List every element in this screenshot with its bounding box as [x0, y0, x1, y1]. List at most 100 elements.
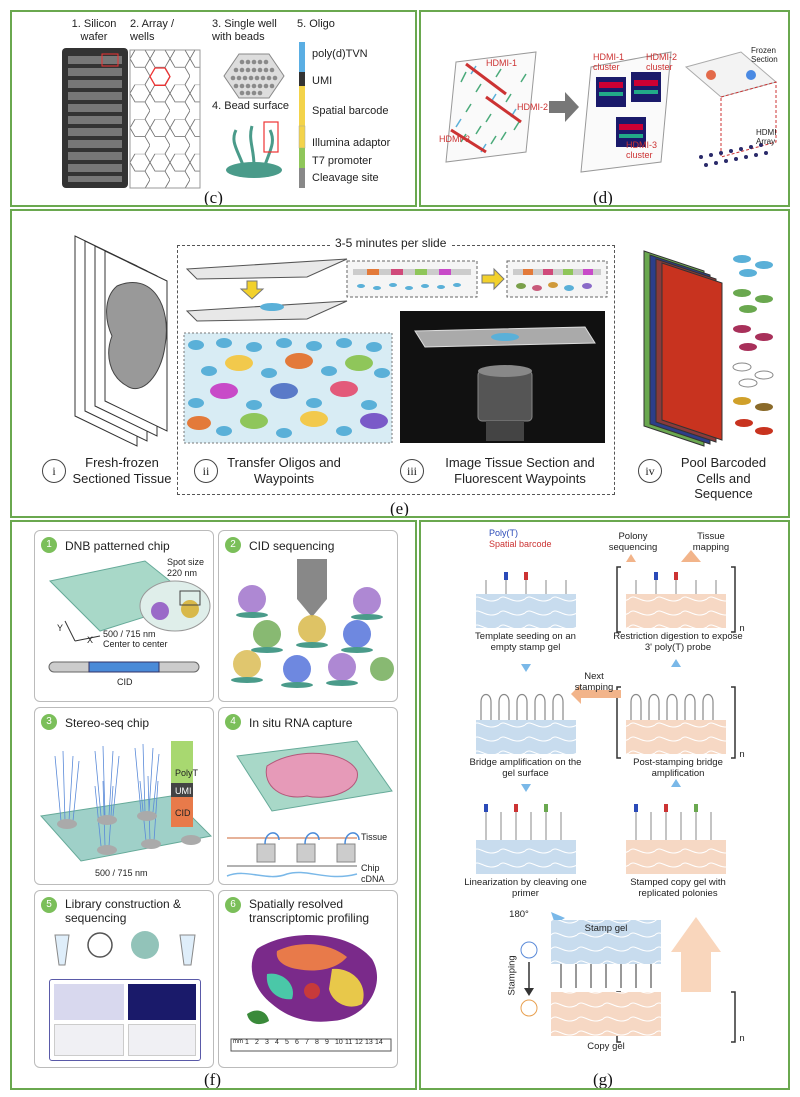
ruler-tick-3: 3 [265, 1039, 269, 1046]
legend-polyt: Poly(T) [489, 528, 518, 538]
card-insitu-capture: 4 In situ RNA capture Tissue Chip cDNA [218, 707, 398, 885]
card-2-badge: 2 [225, 537, 241, 553]
card-6-title: Spatially resolved transcriptomic profil… [249, 897, 370, 925]
frozen-section-array-graphic [684, 51, 778, 167]
caption-linearization: Linearization by cleaving one primer [464, 877, 587, 899]
card-library: 5 Library construction & sequencing [34, 890, 214, 1068]
tag-frozen-section: Frozen Section [751, 46, 778, 65]
step-num-iv: iv [638, 459, 662, 483]
oligo-polyt: poly(d)TVN [312, 48, 368, 60]
panel-d: HDMI-1 HDMI-2 HDMI-3 HDMI-1 cluster HDMI… [419, 10, 790, 207]
stamping-label: Stamping [506, 955, 518, 996]
caption-post-stamping: Post-stamping bridge amplification [633, 757, 723, 779]
caption-template-seeding: Template seeding on an empty stamp gel [475, 631, 576, 653]
panel-e: i Fresh-frozen Sectioned Tissue 3-5 minu… [10, 209, 790, 518]
ruler-tick-5: 5 [285, 1039, 289, 1046]
transfer-press-graphic [185, 258, 348, 322]
library-graphic [54, 931, 196, 966]
arrow-right-yellow-icon [481, 267, 505, 291]
tissue-stack-graphic [74, 235, 168, 447]
ruler-tick-11: 11 [345, 1039, 353, 1046]
caption-stamped-copy: Stamped copy gel with replicated polonie… [630, 877, 726, 899]
card-2-title: CID sequencing [249, 539, 335, 553]
step-array-wells: 2. Array / wells [130, 18, 175, 43]
ruler-tick-1: 1 [245, 1039, 249, 1046]
spatial-embryo-graphic [247, 935, 378, 1025]
card-1-badge: 1 [41, 537, 57, 553]
hdmi-cluster-graphic [580, 51, 672, 173]
ruler-tick-14: 14 [375, 1039, 383, 1046]
panel-g: Poly(T) Spatial barcode Polony sequencin… [419, 520, 790, 1090]
tag-hdmi-1: HDMI-1 [486, 58, 517, 68]
ruler-tick-12: 12 [355, 1039, 363, 1046]
microscope-graphic [400, 311, 605, 443]
rotate-label: 180° [509, 909, 529, 920]
card-spatial-profile: 6 Spatially resolved transcriptomic prof… [218, 890, 398, 1068]
oligo-spatial-barcode: Spatial barcode [312, 105, 389, 117]
oligo-umi: UMI [312, 75, 333, 87]
ruler-tick-9: 9 [325, 1039, 329, 1046]
panel-c: 1. Silicon wafer 2. Array / wells 3. Sin… [10, 10, 417, 207]
tissue-zoom-graphic [183, 332, 393, 444]
stereo-cid: CID [175, 808, 191, 818]
capture-chip-label: Chip [361, 863, 380, 873]
bead-surface-graphic [226, 121, 282, 178]
hdmi-flowcell-graphic [445, 51, 537, 163]
card-5-title: Library construction & sequencing [65, 897, 182, 925]
card-6-badge: 6 [225, 897, 241, 913]
stereo-polyt: PolyT [175, 768, 199, 778]
chip-cid-label: CID [117, 677, 133, 687]
cid-sequencing-graphic [231, 559, 394, 688]
oligo-t7-promoter: T7 promoter [312, 155, 372, 167]
tag-hdmi-array: HDMI Array [756, 128, 777, 147]
oligo-bar-graphic [298, 42, 306, 188]
ruler-tick-13: 13 [365, 1039, 373, 1046]
silicon-wafer-graphic [62, 48, 128, 188]
panel-f-label: (f) [204, 1070, 221, 1089]
insitu-capture-graphic [226, 740, 393, 878]
panel-d-label: (d) [593, 188, 613, 207]
oligo-strip-2 [506, 260, 608, 298]
panel-e-label: (e) [390, 499, 409, 518]
copy-gel-label: Copy gel [587, 1041, 625, 1052]
stereo-chip-graphic [40, 741, 213, 862]
card-cid-seq: 2 CID sequencing [218, 530, 398, 702]
ruler-tick-7: 7 [305, 1039, 309, 1046]
oligo-strip-1 [346, 260, 478, 298]
card-1-title: DNB patterned chip [65, 539, 170, 553]
sequencer-box [49, 979, 201, 1061]
chip-pitch-note: Center to center [103, 639, 168, 649]
ruler-tick-8: 8 [315, 1039, 319, 1046]
step-oligo: 5. Oligo [297, 18, 335, 30]
panel-c-label: (c) [204, 188, 223, 207]
step-num-ii: ii [194, 459, 218, 483]
ruler-tick-2: 2 [255, 1039, 259, 1046]
top-polony-seq: Polony sequencing [608, 531, 658, 553]
step-image-tissue: Image Tissue Section and Fluorescent Way… [445, 455, 595, 486]
step-single-well: 3. Single well with beads [212, 18, 277, 43]
chip-axis-x: X [87, 635, 94, 645]
tag-hdmi-1-cluster: HDMI-1 cluster [593, 52, 624, 73]
step-num-i: i [42, 459, 66, 483]
single-well-beads-graphic [223, 53, 285, 99]
stereo-pitch: 500 / 715 nm [95, 868, 148, 878]
tag-hdmi-3: HDMI-3 [439, 134, 470, 144]
card-dnb-chip: 1 DNB patterned chip Spot size 220 nm 50… [34, 530, 214, 702]
capture-tissue-label: Tissue [361, 832, 388, 842]
step-num-iii: iii [400, 459, 424, 483]
ruler-tick-4: 4 [275, 1039, 279, 1046]
n-label-3: n [739, 1033, 745, 1044]
timing-label: 3-5 minutes per slide [330, 236, 452, 251]
ruler-unit: mm [233, 1039, 243, 1045]
card-3-badge: 3 [41, 714, 57, 730]
oligo-cleavage-site: Cleavage site [312, 172, 379, 184]
hex-array-graphic [129, 49, 201, 189]
ruler-ticks: 1 2 3 4 5 6 7 8 9 10 11 12 13 14 [245, 1039, 385, 1046]
barcoded-cells-graphic [732, 255, 774, 435]
arrow-right-icon [549, 92, 579, 122]
pool-sheets-graphic [643, 250, 723, 447]
chip-spot-nm: 220 nm [167, 568, 198, 578]
caption-restriction-digestion: Restriction digestion to expose 3' poly(… [613, 631, 743, 653]
step-fresh-frozen: Fresh-frozen Sectioned Tissue [72, 455, 172, 486]
caption-next-stamping: Next stamping [574, 671, 614, 693]
